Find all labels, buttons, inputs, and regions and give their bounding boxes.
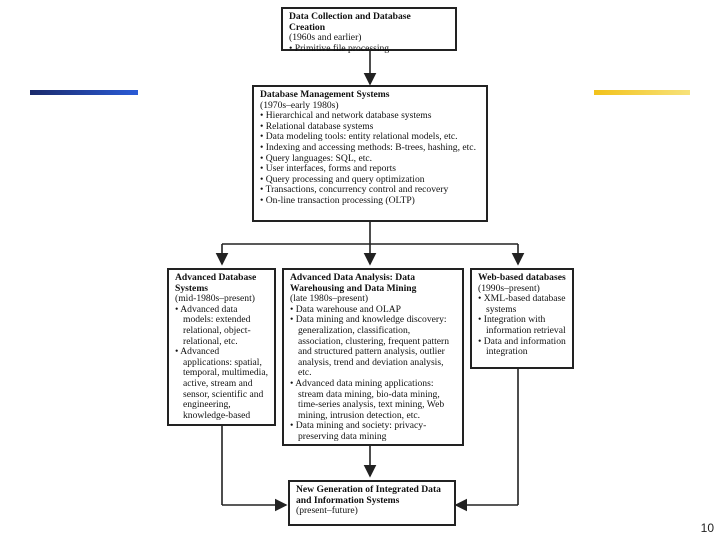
list-item: • Data mining and knowledge discovery: g… <box>290 314 450 379</box>
list-item: • Transactions, concurrency control and … <box>260 184 449 196</box>
left-accent-bar <box>30 90 138 95</box>
list-item: • Query processing and query optimizatio… <box>260 173 425 185</box>
box-web-based-databases: Web-based databases (1990s–present) • XM… <box>470 268 574 369</box>
list-item: • Data warehouse and OLAP <box>290 303 401 315</box>
box-period: (1960s and earlier) <box>289 32 362 44</box>
list-item: • Relational database systems <box>260 120 374 132</box>
box-data-collection: Data Collection and Database Creation (1… <box>281 7 457 53</box>
list-item: • Advanced data mining applications: str… <box>290 377 445 421</box>
box-title: Advanced Database Systems <box>175 272 257 294</box>
page-number: 10 <box>700 521 714 535</box>
box-title: Web-based databases <box>478 272 566 283</box>
box-title: New Generation of Integrated Data and In… <box>296 484 441 506</box>
list-item: • Integration with information retrieval <box>478 314 566 336</box>
right-accent-bar <box>594 90 690 95</box>
list-item: • Data mining and society: privacy-prese… <box>290 420 427 442</box>
box-period: (mid-1980s–present) <box>175 293 255 305</box>
box-period: (late 1980s–present) <box>290 293 369 305</box>
box-period: (1990s–present) <box>478 282 540 294</box>
list-item: • XML-based database systems <box>478 293 566 315</box>
box-advanced-data-analysis: Advanced Data Analysis: Data Warehousing… <box>282 268 464 446</box>
box-new-generation: New Generation of Integrated Data and In… <box>288 480 456 526</box>
list-item: • User interfaces, forms and reports <box>260 163 397 175</box>
list-item: • Indexing and accessing methods: B-tree… <box>260 141 476 153</box>
list-item: • Query languages: SQL, etc. <box>260 152 373 164</box>
box-title: Database Management Systems <box>260 89 390 100</box>
box-title: Data Collection and Database Creation <box>289 11 411 33</box>
box-period: (1970s–early 1980s) <box>260 99 339 111</box>
box-advanced-database-systems: Advanced Database Systems (mid-1980s–pre… <box>167 268 276 426</box>
list-item: • Hierarchical and network database syst… <box>260 110 432 122</box>
list-item: • On-line transaction processing (OLTP) <box>260 194 415 206</box>
list-item: • Primitive file processing <box>289 42 390 54</box>
list-item: • Advanced applications: spatial, tempor… <box>175 346 268 421</box>
box-period: (present–future) <box>296 505 358 517</box>
box-dbms: Database Management Systems (1970s–early… <box>252 85 488 222</box>
list-item: • Data and information integration <box>478 335 566 358</box>
list-item: • Advanced data models: extended relatio… <box>175 303 251 347</box>
box-title: Advanced Data Analysis: Data Warehousing… <box>290 272 417 294</box>
list-item: • Data modeling tools: entity relational… <box>260 131 458 143</box>
